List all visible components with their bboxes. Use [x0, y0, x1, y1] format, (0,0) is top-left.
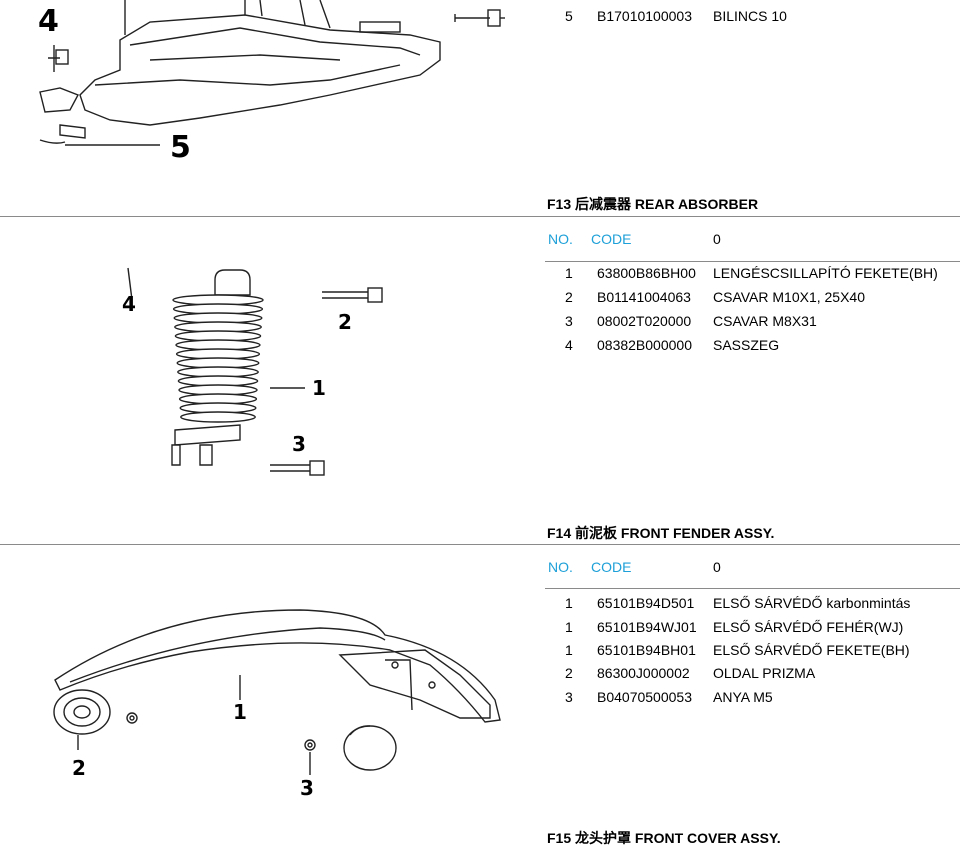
- row-code: B01141004063: [597, 289, 691, 305]
- row-no: 2: [565, 289, 573, 305]
- header-code: CODE: [591, 559, 632, 575]
- row-name: ELSŐ SÁRVÉDŐ FEKETE(BH): [713, 642, 910, 658]
- row-no: 1: [565, 595, 573, 611]
- header-divider: [545, 261, 960, 262]
- seat-tray-drawing: [39, 0, 505, 146]
- row-code: 63800B86BH00: [597, 265, 696, 281]
- header-qty: 0: [713, 559, 721, 575]
- row-code: 08382B000000: [597, 337, 692, 353]
- row-code: 08002T020000: [597, 313, 692, 329]
- row-no: 1: [565, 642, 573, 658]
- row-code: 86300J000002: [597, 665, 690, 681]
- row-code: B17010100003: [597, 8, 692, 24]
- absorber-callout-3: 3: [292, 432, 306, 456]
- row-no: 1: [565, 619, 573, 635]
- section-title: F14 前泥板 FRONT FENDER ASSY.: [547, 525, 775, 541]
- row-no: 4: [565, 337, 573, 353]
- row-name: ELSŐ SÁRVÉDŐ karbonmintás: [713, 595, 911, 611]
- header-no: NO.: [548, 231, 573, 247]
- absorber-callout-1: 1: [312, 376, 326, 400]
- fender-callout-2: 2: [72, 756, 86, 780]
- header-code: CODE: [591, 231, 632, 247]
- row-no: 2: [565, 665, 573, 681]
- row-name: ANYA M5: [713, 689, 773, 705]
- seat-callout-5: 5: [170, 130, 191, 165]
- row-code: B04070500053: [597, 689, 692, 705]
- row-code: 65101B94WJ01: [597, 619, 697, 635]
- row-name: CSAVAR M10X1, 25X40: [713, 289, 866, 305]
- front-fender-drawing: [53, 609, 501, 775]
- header-no: NO.: [548, 559, 573, 575]
- section-title: F13 后减震器 REAR ABSORBER: [547, 196, 759, 212]
- fender-callout-1: 1: [233, 700, 247, 724]
- row-code: 65101B94BH01: [597, 642, 696, 658]
- section-divider: [0, 544, 960, 545]
- header-divider: [545, 588, 960, 589]
- section-divider: [0, 216, 960, 217]
- row-no: 1: [565, 265, 573, 281]
- row-no: 3: [565, 313, 573, 329]
- row-no: 3: [565, 689, 573, 705]
- row-name: BILINCS 10: [713, 8, 787, 24]
- rear-absorber-drawing: [127, 267, 383, 476]
- row-name: CSAVAR M8X31: [713, 313, 817, 329]
- row-name: OLDAL PRIZMA: [713, 665, 816, 681]
- row-name: SASSZEG: [713, 337, 780, 353]
- row-name: LENGÉSCSILLAPÍTÓ FEKETE(BH): [713, 265, 938, 281]
- fender-callout-3: 3: [300, 776, 314, 800]
- seat-callout-4: 4: [38, 4, 59, 39]
- header-qty: 0: [713, 231, 721, 247]
- row-no: 5: [565, 8, 573, 24]
- section-title: F15 龙头护罩 FRONT COVER ASSY.: [547, 830, 781, 846]
- row-name: ELSŐ SÁRVÉDŐ FEHÉR(WJ): [713, 619, 904, 635]
- spring-coil: [180, 411, 256, 423]
- row-code: 65101B94D501: [597, 595, 695, 611]
- absorber-callout-2: 2: [338, 310, 352, 334]
- absorber-callout-4: 4: [122, 292, 136, 316]
